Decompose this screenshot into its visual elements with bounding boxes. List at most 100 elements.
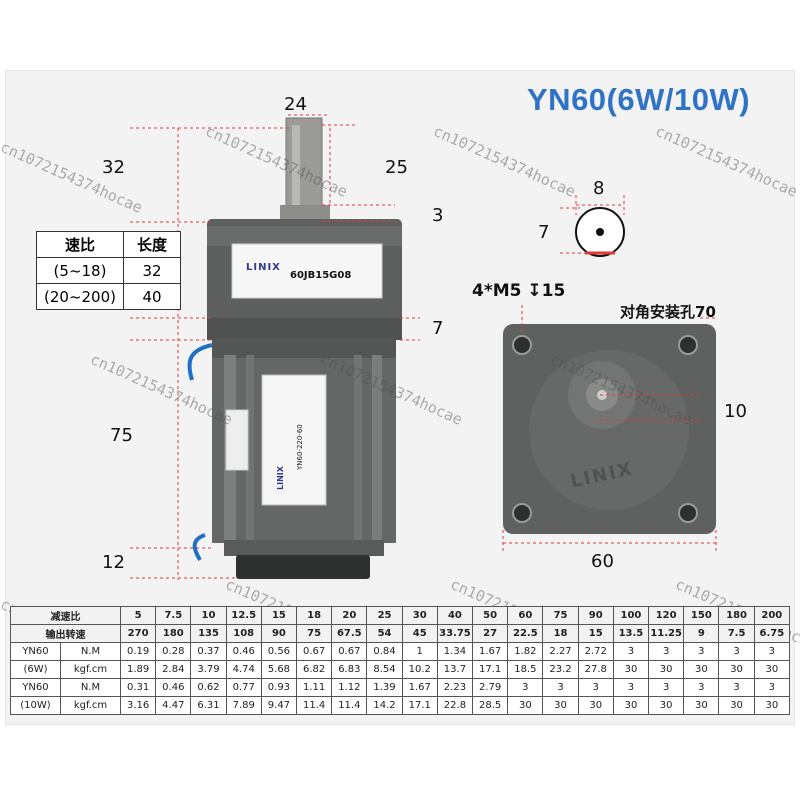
gearbox-label: [231, 243, 383, 299]
shaft-key: [292, 125, 300, 210]
dim-gearbox-gap: 7: [432, 318, 444, 339]
torque-cell: 0.93: [260, 678, 298, 697]
ratio-cell: 120: [648, 606, 685, 625]
unit-cell: N.M: [60, 678, 121, 697]
model-cell: YN60: [10, 642, 61, 661]
table-cell: 32: [123, 257, 181, 284]
speed-cell: 54: [366, 624, 403, 643]
torque-cell: 18.5: [507, 660, 544, 679]
ratio-cell: 20: [331, 606, 368, 625]
small-sticker: [225, 409, 249, 471]
unit-cell: kgf.cm: [60, 696, 121, 715]
torque-cell: 1.34: [436, 642, 474, 661]
torque-cell: 6.83: [331, 660, 368, 679]
torque-cell: 1.82: [507, 642, 544, 661]
front-view-drawing: [502, 305, 717, 552]
dim-end-length: 12: [102, 552, 125, 573]
torque-cell: 0.77: [225, 678, 262, 697]
ratio-label: 减速比: [10, 606, 121, 625]
torque-cell: 17.1: [472, 660, 509, 679]
dim-key-length: 25: [385, 157, 408, 178]
table-cell: (20~200): [36, 283, 124, 310]
model-title: YN60(6W/10W): [527, 82, 751, 117]
holes-label: 4*M5 ↧15: [472, 281, 566, 301]
torque-cell: 30: [612, 660, 650, 679]
torque-cell: 2.72: [577, 642, 614, 661]
speed-cell: 67.5: [331, 624, 368, 643]
speed-label: 输出转速: [10, 624, 121, 643]
torque-cell: 3: [683, 678, 720, 697]
torque-cell: 3: [542, 678, 579, 697]
speed-cell: 15: [577, 624, 614, 643]
table-row: (20~200) 40: [36, 283, 181, 310]
torque-cell: 28.5: [472, 696, 509, 715]
torque-cell: 7.89: [225, 696, 262, 715]
model-cell: YN60: [10, 678, 61, 697]
speed-cell: 13.5: [612, 624, 650, 643]
speed-cell: 270: [119, 624, 157, 643]
torque-cell: 2.23: [436, 678, 474, 697]
ratio-cell: 75: [542, 606, 579, 625]
torque-cell: 10.2: [401, 660, 438, 679]
ratio-cell: 10: [190, 606, 227, 625]
dimension-lines: [130, 114, 420, 580]
speed-cell: 90: [260, 624, 298, 643]
speed-cell: 108: [225, 624, 262, 643]
diagonal-holes-label: 对角安装孔70: [620, 303, 716, 321]
dim-shoulder: 3: [432, 205, 444, 226]
torque-cell: 30: [577, 696, 614, 715]
ratio-cell: 30: [401, 606, 438, 625]
ratio-cell: 5: [119, 606, 157, 625]
speed-cell: 135: [190, 624, 227, 643]
speed-cell: 180: [155, 624, 192, 643]
torque-cell: 4.47: [155, 696, 192, 715]
dim-shaft-width: 24: [284, 94, 307, 115]
gearbox-brand-label: LINIX: [246, 262, 281, 273]
table-header: 速比: [36, 231, 124, 258]
ratio-cell: 7.5: [155, 606, 192, 625]
torque-cell: 3: [753, 642, 791, 661]
speed-cell: 33.75: [436, 624, 474, 643]
torque-cell: 0.46: [225, 642, 262, 661]
torque-cell: 14.2: [366, 696, 403, 715]
torque-cell: 0.67: [331, 642, 368, 661]
shaft-section-drawing: [560, 195, 625, 257]
speed-cell: 6.75: [753, 624, 791, 643]
ratio-cell: 90: [577, 606, 614, 625]
dim-shaft-diameter: 8: [593, 178, 605, 199]
torque-cell: 0.62: [190, 678, 227, 697]
torque-cell: 30: [718, 696, 755, 715]
torque-cell: 0.84: [366, 642, 403, 661]
ratio-cell: 40: [436, 606, 474, 625]
torque-cell: 0.67: [296, 642, 333, 661]
dim-center: 10: [724, 401, 747, 422]
table-cell: (5~18): [36, 257, 124, 284]
table-header: 长度: [123, 231, 181, 258]
torque-cell: 3: [718, 642, 755, 661]
torque-cell: 1.39: [366, 678, 403, 697]
torque-cell: 30: [753, 660, 791, 679]
torque-cell: 13.7: [436, 660, 474, 679]
torque-cell: 0.37: [190, 642, 227, 661]
shaft-shoulder: [280, 205, 330, 221]
ratio-cell: 18: [296, 606, 333, 625]
torque-cell: 1.11: [296, 678, 333, 697]
torque-cell: 11.4: [331, 696, 368, 715]
unit-cell: kgf.cm: [60, 660, 121, 679]
speed-cell: 11.25: [648, 624, 685, 643]
torque-cell: 30: [648, 660, 685, 679]
torque-cell: 3: [577, 678, 614, 697]
torque-cell: 30: [683, 696, 720, 715]
torque-cell: 1.67: [401, 678, 438, 697]
torque-cell: 0.19: [119, 642, 157, 661]
ratio-cell: 12.5: [225, 606, 262, 625]
table-row: (5~18) 32: [36, 257, 181, 284]
torque-cell: 27.8: [577, 660, 614, 679]
torque-cell: 3.79: [190, 660, 227, 679]
